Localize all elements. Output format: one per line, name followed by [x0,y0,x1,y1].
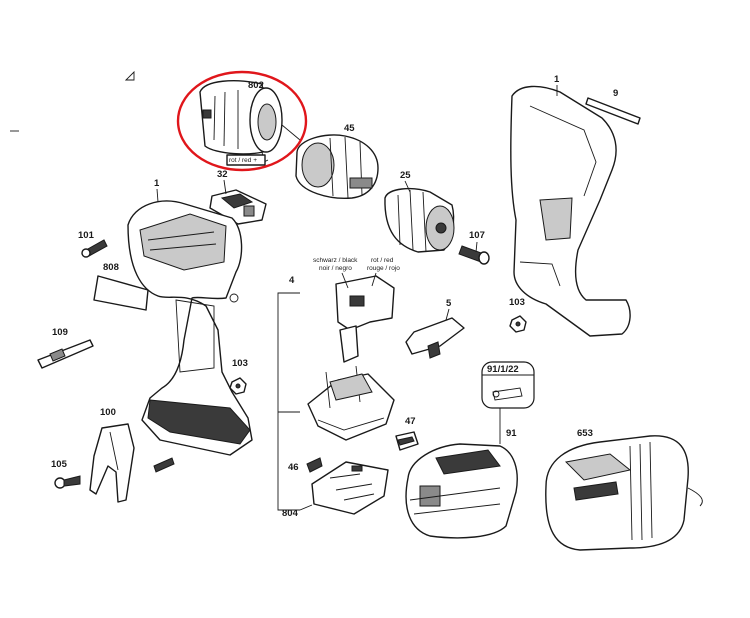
leader-107 [475,241,478,253]
screw-107 [458,245,490,265]
gearbox-45 [295,134,379,199]
corner-mark [124,70,135,81]
wire-red-line2: rouge / rojo [367,265,400,272]
leader-804 [299,504,313,511]
pcb-804 [311,461,389,515]
led-47 [395,431,419,451]
label-plate-808 [93,275,149,311]
leader-25 [404,180,411,193]
switch-assembly [307,275,395,441]
label-105: 105 [51,459,68,470]
motor-802 [199,80,301,166]
leader-32 [223,179,227,195]
label-107: 107 [469,230,485,241]
nut-103-right [509,315,527,333]
bracket-4 [277,292,300,511]
label-808: 808 [103,262,119,273]
wire-red-line1: rot / red [371,257,394,264]
label-804: 804 [282,508,299,519]
battery-code-bubble [481,361,535,444]
leader-1-left [156,188,159,203]
label-103-right: 103 [509,297,525,308]
wire-black-line1: schwarz / black [313,257,358,264]
bit-109 [37,339,94,369]
leader-red [371,272,377,287]
screw-105 [54,475,81,489]
highlight-ellipse [176,70,308,172]
label-45: 45 [344,123,355,134]
label-1-right: 1 [554,74,560,85]
battery-91 [405,443,518,539]
label-32: 32 [217,169,228,180]
label-25: 25 [400,170,411,181]
screw-101 [81,239,108,258]
wire-black-line2: noir / negro [319,265,352,272]
label-9: 9 [613,88,618,99]
belt-clip-100 [89,423,135,503]
label-103-left: 103 [232,358,248,369]
lever-5 [405,317,465,359]
chuck-25 [384,187,455,253]
leader-5 [445,308,450,321]
label-109: 109 [52,327,68,338]
drill-housing-right [510,85,631,337]
screw-under-clip [153,457,175,473]
motor-wire-label: rot / red + [229,157,257,164]
drill-housing-left [127,200,253,456]
label-100: 100 [100,407,116,418]
label-47: 47 [405,416,416,427]
label-46: 46 [288,462,299,473]
label-101: 101 [78,230,95,241]
label-91-1-22: 91/1/22 [487,364,519,375]
label-4: 4 [289,275,295,286]
leader-black [341,272,349,289]
charger-653 [545,435,703,551]
label-1-left: 1 [154,178,160,189]
label-653: 653 [577,428,593,439]
screw-46 [306,457,323,473]
clip-9 [585,97,641,125]
label-5: 5 [446,298,452,309]
label-802: 802 [248,80,264,91]
nut-103-left [229,377,247,395]
label-91: 91 [506,428,517,439]
